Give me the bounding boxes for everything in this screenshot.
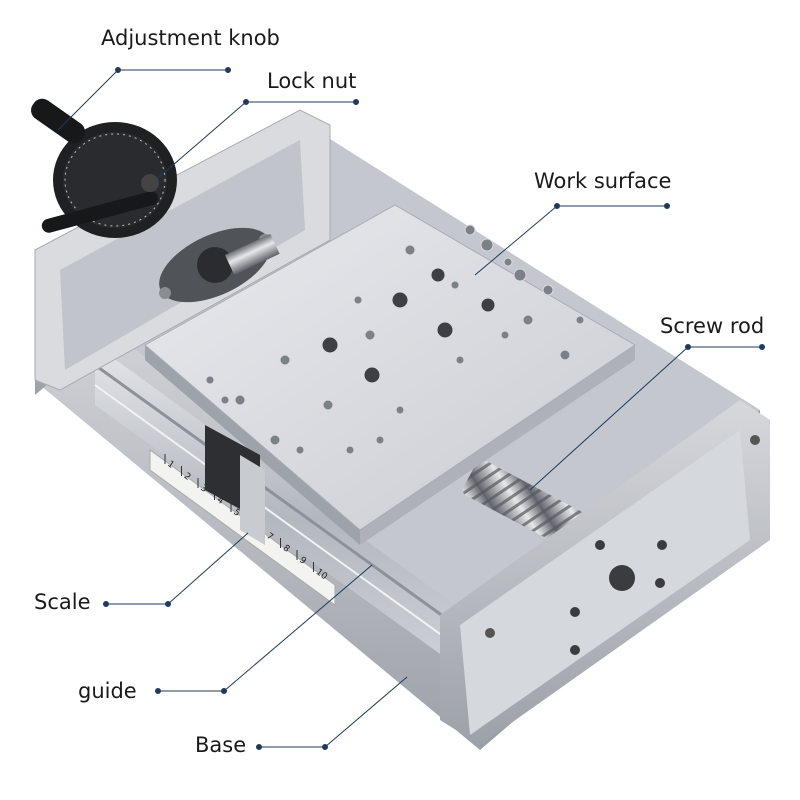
work-surface-label: Work surface bbox=[534, 169, 672, 193]
end-plate-right-face bbox=[460, 430, 750, 735]
mounting-hole bbox=[321, 336, 339, 354]
mounting-hole bbox=[450, 280, 460, 290]
mounting-hole bbox=[500, 330, 510, 340]
mounting-hole bbox=[295, 445, 305, 455]
mounting-hole bbox=[404, 244, 416, 256]
guide-label: guide bbox=[78, 679, 137, 703]
mounting-hole bbox=[480, 238, 494, 252]
mounting-hole bbox=[436, 321, 454, 339]
mounting-hole bbox=[353, 295, 363, 305]
mounting-hole bbox=[542, 284, 554, 296]
work-surface-top bbox=[144, 204, 636, 531]
work-surface-side bbox=[145, 345, 360, 545]
lock-nut-label: Lock nut bbox=[267, 69, 357, 93]
screw-rod bbox=[462, 459, 584, 547]
mounting-hole bbox=[464, 224, 476, 236]
mounting-hole bbox=[395, 405, 405, 415]
mounting-hole bbox=[269, 434, 281, 446]
mounting-hole bbox=[234, 394, 246, 406]
scale-tick-label: 9 bbox=[297, 555, 308, 567]
scale-tick-label: 3 bbox=[198, 483, 209, 494]
mounting-hole bbox=[513, 268, 527, 282]
mounting-hole bbox=[205, 375, 215, 385]
scale-tick-label: 2 bbox=[182, 471, 193, 482]
leader-lines bbox=[57, 67, 765, 750]
mounting-hole bbox=[559, 349, 571, 361]
scale-tick-label: 4 bbox=[215, 495, 226, 507]
mounting-hole bbox=[364, 329, 376, 341]
adjustment-knob bbox=[31, 98, 177, 238]
mounting-hole bbox=[322, 399, 334, 411]
scale-tick-label: 5 bbox=[231, 507, 242, 518]
scale-tick-label: 7 bbox=[264, 531, 275, 542]
mounting-hole bbox=[375, 435, 385, 445]
mounting-hole bbox=[391, 291, 409, 309]
mounting-hole bbox=[220, 395, 230, 405]
mounting-hole bbox=[480, 297, 496, 313]
screw-rod-label: Screw rod bbox=[660, 314, 765, 338]
scale-tick-label: 1 bbox=[165, 459, 176, 470]
mounting-hole bbox=[503, 257, 513, 267]
lock-nut-bracket bbox=[159, 227, 280, 303]
scale-tick-label: 8 bbox=[281, 543, 292, 555]
guide-rail-front bbox=[95, 345, 490, 690]
mounting-hole bbox=[363, 366, 381, 384]
adjustment-knob-label: Adjustment knob bbox=[101, 26, 280, 50]
mounting-hole bbox=[575, 315, 585, 325]
scale-label: Scale bbox=[34, 590, 91, 614]
work-surface-holes bbox=[205, 224, 585, 455]
mounting-hole bbox=[345, 445, 355, 455]
mounting-hole bbox=[522, 314, 534, 326]
mounting-hole bbox=[455, 355, 465, 365]
mounting-hole bbox=[279, 354, 291, 366]
base-label: Base bbox=[195, 733, 247, 757]
mounting-hole bbox=[430, 267, 446, 283]
work-surface-front bbox=[360, 345, 635, 545]
hole bbox=[609, 565, 635, 591]
